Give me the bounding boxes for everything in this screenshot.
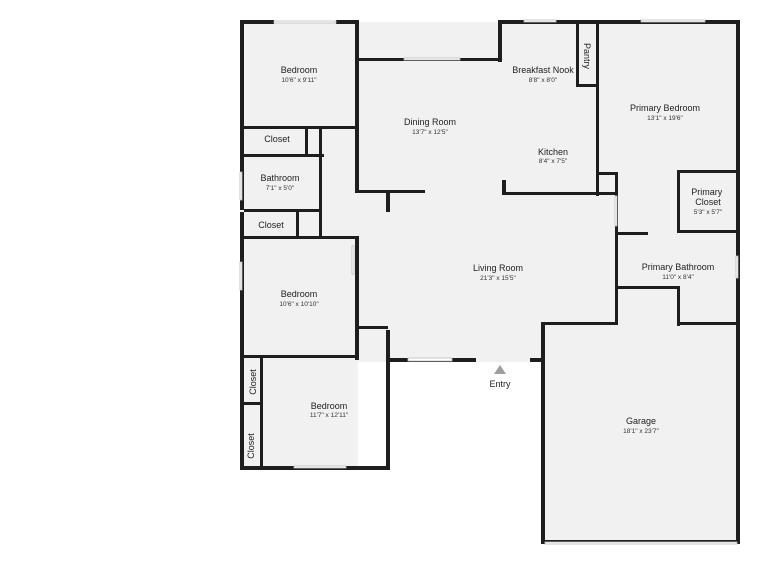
room-name-breakfast-nook: Breakfast Nook [512, 65, 574, 75]
room-dims-living-room: 21'3" x 15'5" [480, 275, 516, 282]
room-name-primary-bedroom: Primary Bedroom [630, 103, 700, 113]
room-name-closet-1: Closet [264, 134, 290, 144]
room-name-kitchen: Kitchen [538, 147, 568, 157]
room-name-bedroom-2: Bedroom [281, 289, 318, 299]
room-name-closet-4: Closet [246, 433, 256, 459]
room-dims-bedroom-1: 10'6" x 9'11" [281, 77, 317, 84]
room-name-primary-bathroom: Primary Bathroom [642, 262, 715, 272]
room-dims-breakfast-nook: 8'8" x 8'0" [529, 77, 558, 84]
room-name-bathroom: Bathroom [260, 173, 299, 183]
room-name-pantry: Pantry [582, 43, 592, 70]
room-labels: Bedroom 10'6" x 9'11" Closet Bathroom 7'… [246, 43, 725, 459]
room-name-closet-2: Closet [258, 220, 284, 230]
room-name-primary-closet: Primary Closet [691, 187, 725, 207]
room-name-living-room: Living Room [473, 263, 523, 273]
room-name-garage: Garage [626, 416, 656, 426]
room-name-closet-3: Closet [248, 369, 258, 395]
room-dims-primary-bedroom: 13'1" x 19'6" [647, 115, 683, 122]
room-dims-garage: 18'1" x 23'7" [623, 428, 659, 435]
room-dims-bathroom: 7'1" x 5'0" [266, 185, 295, 192]
room-dims-primary-bathroom: 11'0" x 8'4" [662, 274, 694, 281]
windows [239, 19, 739, 545]
room-dims-bedroom-2: 10'6" x 10'10" [279, 301, 319, 308]
room-dims-primary-closet: 5'3" x 5'7" [694, 209, 723, 216]
room-name-bedroom-3: Bedroom [311, 401, 348, 411]
room-dims-dining-room: 13'7" x 12'5" [412, 129, 448, 136]
entry-label: Entry [489, 379, 511, 389]
entry-arrow-icon [494, 365, 506, 374]
room-dims-kitchen: 8'4" x 7'5" [539, 158, 568, 165]
room-name-bedroom-1: Bedroom [281, 65, 318, 75]
room-name-dining-room: Dining Room [404, 117, 456, 127]
room-dims-bedroom-3: 11'7" x 12'11" [310, 412, 349, 419]
